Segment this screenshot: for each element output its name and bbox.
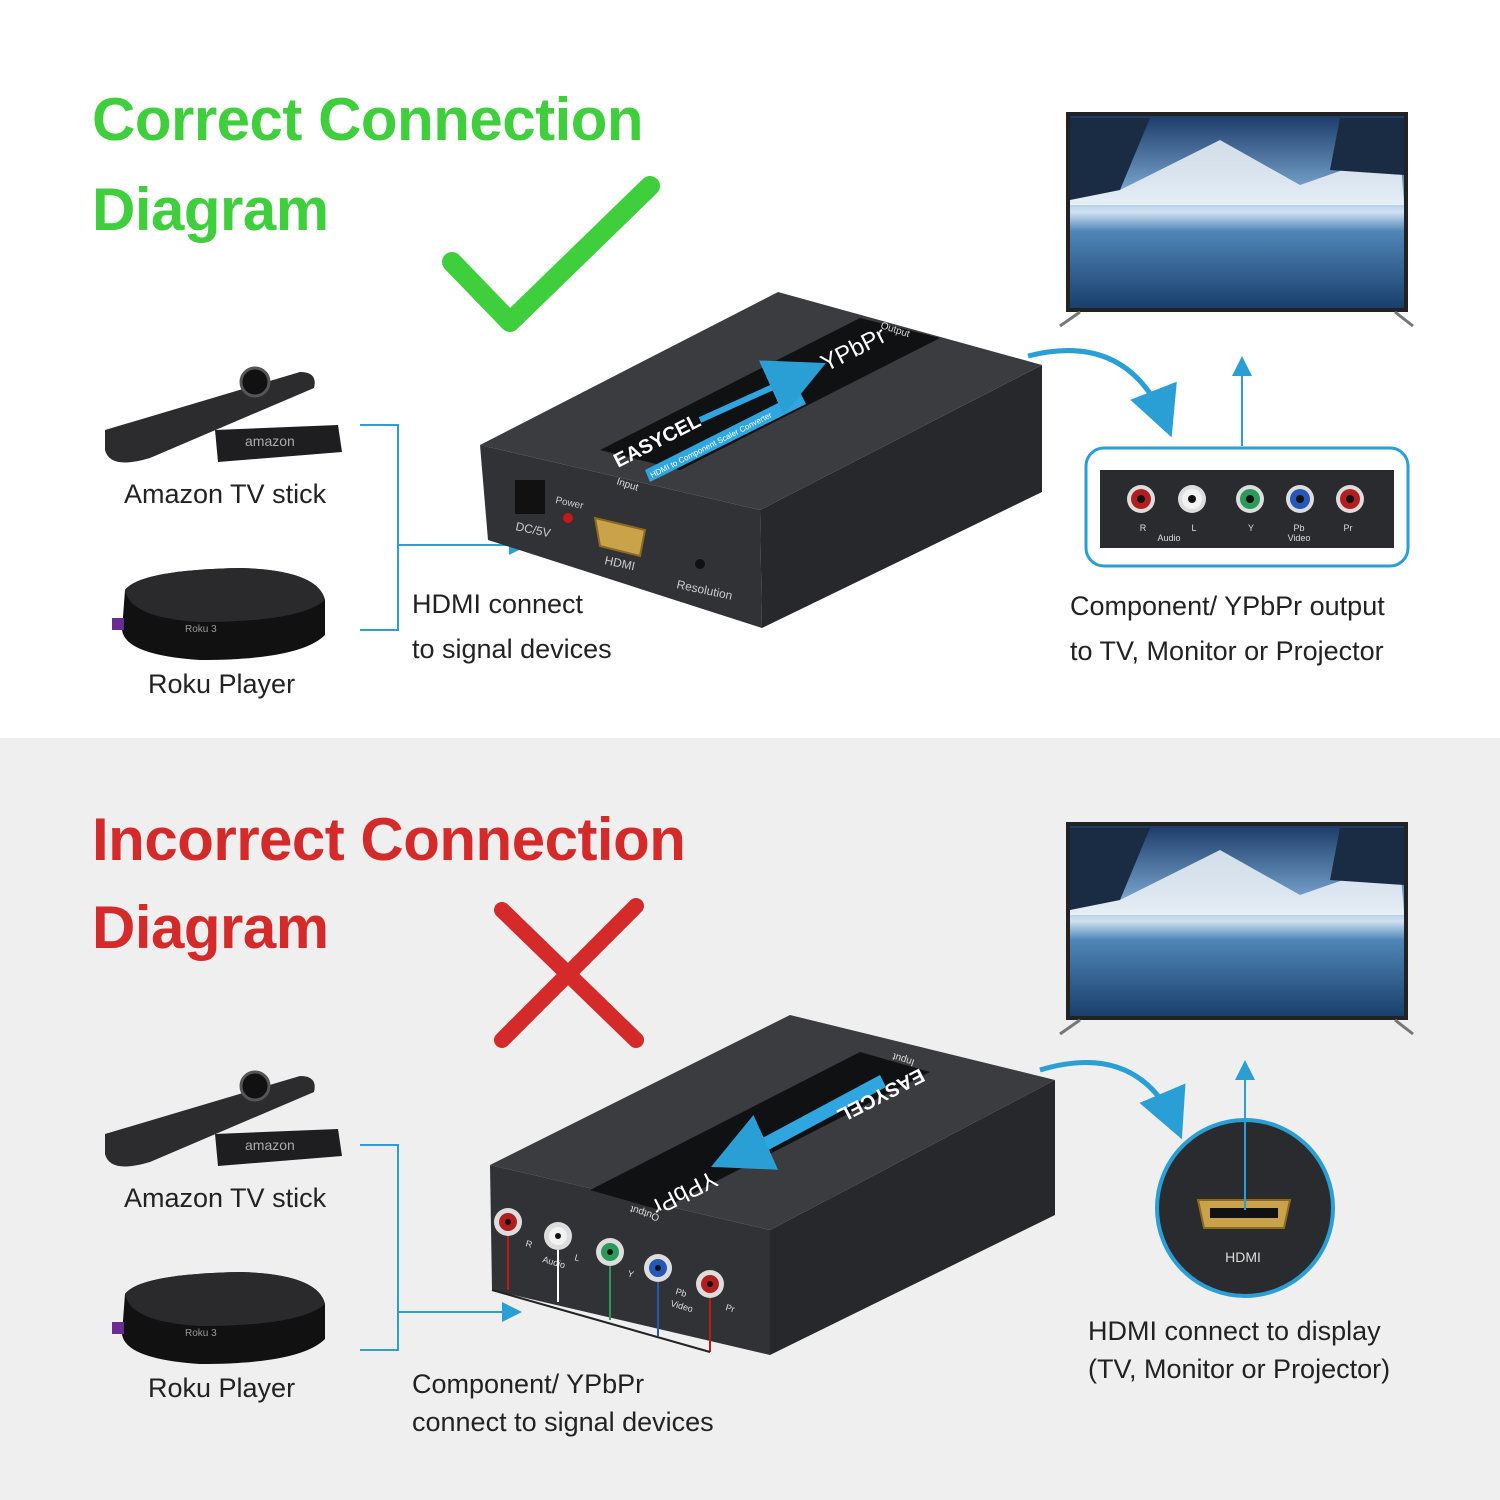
x-mark-icon xyxy=(494,898,644,1048)
incorrect-title: Incorrect Connection xyxy=(92,806,686,873)
output-curved-arrow xyxy=(1027,348,1177,438)
svg-text:HDMI: HDMI xyxy=(603,553,636,573)
input-label: HDMI connect xyxy=(412,589,584,619)
svg-text:L: L xyxy=(573,1252,581,1263)
roku-player-image: Roku 3 xyxy=(112,568,325,660)
output-label-line2: (TV, Monitor or Projector) xyxy=(1088,1354,1391,1384)
input-connector-line xyxy=(360,1144,522,1351)
input-label-line2: to signal devices xyxy=(412,634,612,664)
amazon-tv-stick-image: amazon xyxy=(105,1070,342,1167)
output-label: Component/ YPbPr output xyxy=(1070,591,1385,621)
tv-image xyxy=(1059,822,1414,1036)
svg-text:R: R xyxy=(524,1238,533,1250)
roku-player-label: Roku Player xyxy=(148,669,296,699)
svg-text:R: R xyxy=(1140,523,1147,533)
svg-text:Y: Y xyxy=(1248,523,1254,533)
check-mark-icon xyxy=(442,176,660,332)
svg-text:Pr: Pr xyxy=(724,1302,735,1314)
svg-text:Roku 3: Roku 3 xyxy=(185,624,217,635)
rca-jacks xyxy=(1127,485,1364,513)
roku-player-label: Roku Player xyxy=(148,1373,296,1403)
amazon-tv-stick-label: Amazon TV stick xyxy=(124,1183,327,1213)
svg-text:Video: Video xyxy=(1288,533,1311,543)
amazon-tv-stick-label: Amazon TV stick xyxy=(124,479,327,509)
output-label: HDMI connect to display xyxy=(1088,1316,1381,1346)
correct-title: Correct Connection xyxy=(92,86,644,153)
rca-jacks xyxy=(494,1208,724,1298)
svg-text:HDMI: HDMI xyxy=(1225,1249,1261,1265)
correct-title-line2: Diagram xyxy=(92,176,329,243)
converter-device: EASYCEL YPbPr Output Input R L Audio Y P… xyxy=(490,1015,1055,1355)
output-label-line2: to TV, Monitor or Projector xyxy=(1070,636,1384,666)
converter-device: EASYCEL HDMI to Component Scaler Convert… xyxy=(480,292,1042,628)
input-label: Component/ YPbPr xyxy=(412,1369,645,1399)
incorrect-title-line2: Diagram xyxy=(92,894,329,961)
svg-text:Pr: Pr xyxy=(1344,523,1353,533)
svg-text:Y: Y xyxy=(626,1268,635,1279)
svg-text:Pb: Pb xyxy=(1293,523,1304,533)
roku-player-image: Roku 3 xyxy=(112,1272,325,1364)
svg-text:Pb: Pb xyxy=(674,1286,687,1299)
svg-text:Audio: Audio xyxy=(1157,533,1180,543)
input-label-line2: connect to signal devices xyxy=(412,1407,714,1437)
amazon-tv-stick-image: amazon xyxy=(105,366,342,463)
svg-text:amazon: amazon xyxy=(245,433,295,449)
component-output-panel: R L Audio Y Pb Pr Video xyxy=(1084,446,1410,568)
svg-text:L: L xyxy=(1191,523,1196,533)
tv-image xyxy=(1059,112,1414,328)
svg-text:Roku 3: Roku 3 xyxy=(185,1328,217,1339)
output-curved-arrow xyxy=(1039,1060,1186,1140)
svg-text:amazon: amazon xyxy=(245,1137,295,1153)
